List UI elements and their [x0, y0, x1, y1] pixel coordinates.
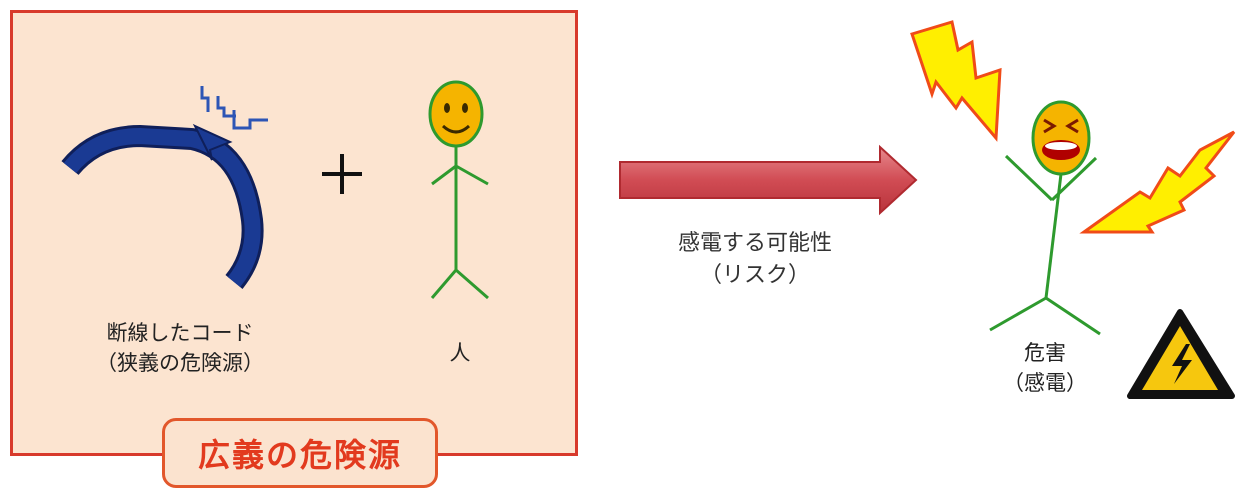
risk-caption-line2: （リスク）	[699, 263, 810, 288]
harm-caption-line1: 危害	[1024, 341, 1066, 365]
electric-warning-icon	[1127, 309, 1235, 399]
lightning-bolt-icon	[910, 20, 1236, 234]
harm-caption: 危害 （感電）	[990, 338, 1100, 398]
cord-caption-line1: 断線したコード	[106, 321, 254, 345]
broken-cord-icon	[61, 123, 264, 289]
risk-caption-line1: 感電する可能性	[677, 231, 832, 256]
risk-caption: 感電する可能性 （リスク）	[640, 228, 870, 292]
harm-caption-line2: （感電）	[1003, 371, 1087, 395]
plus-symbol	[322, 154, 362, 194]
person-caption: 人	[449, 341, 471, 365]
spark-icon	[200, 86, 268, 130]
person-icon	[428, 80, 489, 300]
arrow-right-icon	[619, 144, 918, 216]
broad-hazard-label: 広義の危険源	[162, 418, 438, 488]
cord-caption-line2: （狭義の危険源）	[96, 351, 264, 375]
broad-hazard-box	[10, 10, 578, 456]
electrocuted-person-icon	[989, 100, 1101, 336]
narrow-hazard-caption: 断線したコード （狭義の危険源）	[70, 318, 290, 378]
